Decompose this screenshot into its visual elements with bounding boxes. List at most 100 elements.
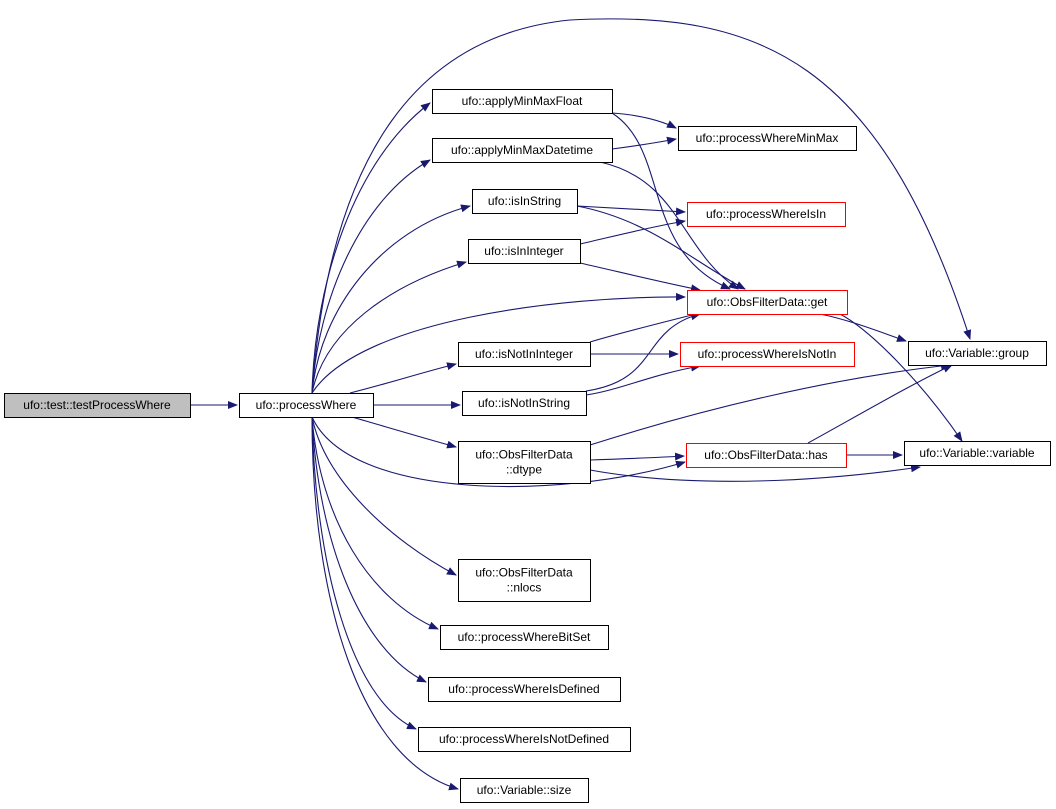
edge-get-to-variable [839,313,963,442]
node-box[interactable] [428,677,621,702]
edge-isInString-to-processWhereIsIn [576,205,686,216]
edge-processWhere-to-processWhereIsDefined [311,416,427,683]
edge-isInInteger-to-processWhereIsIn [579,218,686,245]
edge-isInString-to-get [576,205,746,290]
edge-path [589,311,701,343]
edge-processWhere-to-nlocs [311,416,457,576]
edge-dtype-to-variable [589,464,921,482]
node-applyMinMaxFloat[interactable]: ufo::applyMinMaxFloat [432,89,613,114]
node-has[interactable]: ufo::ObsFilterData::has [686,443,847,468]
node-box[interactable] [468,239,581,264]
node-nlocs[interactable]: ufo::ObsFilterData::nlocs [458,559,591,602]
node-box[interactable] [460,778,589,803]
edge-path [311,416,427,683]
edge-path [589,361,951,446]
node-box[interactable] [904,441,1051,466]
node-processWhere[interactable]: ufo::processWhere [239,393,374,418]
edge-path [579,218,686,245]
edge-path [579,262,701,293]
edge-path [611,112,731,290]
edge-isNotInString-to-processWhereIsNotIn [585,363,701,396]
node-box[interactable] [686,443,847,468]
node-label: ufo::Variable::size [477,783,572,797]
edge-applyMinMaxDatetime-to-processWhereMinMax [611,136,677,150]
edge-path [576,205,686,216]
node-variable[interactable]: ufo::Variable::variable [904,441,1051,466]
node-box[interactable] [4,393,191,418]
node-box[interactable] [432,89,613,114]
node-label: ufo::processWhereIsIn [706,207,826,221]
node-applyMinMaxDatetime[interactable]: ufo::applyMinMaxDatetime [432,138,613,163]
node-processWhereIsIn[interactable]: ufo::processWhereIsIn [687,202,846,227]
edge-dtype-to-group [589,361,951,446]
edge-processWhere-to-variableSize [311,416,459,791]
node-box[interactable] [432,138,613,163]
edge-isInInteger-to-get [579,262,701,293]
node-processWhereIsNotIn[interactable]: ufo::processWhereIsNotIn [680,342,855,367]
node-isNotInInteger[interactable]: ufo::isNotInInteger [458,342,591,367]
edge-processWhere-to-isInInteger [311,260,467,394]
node-box[interactable] [239,393,374,418]
edge-processWhere-to-dtype [351,416,457,449]
node-processWhereIsDefined[interactable]: ufo::processWhereIsDefined [428,677,621,702]
node-box[interactable] [462,391,587,416]
node-label: ufo::processWhereIsNotDefined [439,732,609,746]
edge-processWhere-to-processWhereBitSet [311,416,439,630]
node-label: ufo::test::testProcessWhere [23,398,171,412]
node-label: ::nlocs [507,581,542,595]
node-label: ufo::Variable::group [925,346,1029,360]
node-box[interactable] [458,441,591,484]
node-variableSize[interactable]: ufo::Variable::size [460,778,589,803]
edge-path [311,292,686,394]
node-label: ufo::processWhere [256,398,357,412]
node-box[interactable] [458,342,591,367]
edge-processWhere-to-processWhereIsNotDefined [311,416,417,730]
node-isNotInString[interactable]: ufo::isNotInString [462,391,587,416]
edge-path [611,136,677,150]
edge-isNotInInteger-to-get [589,311,701,343]
node-processWhereIsNotDefined[interactable]: ufo::processWhereIsNotDefined [418,727,631,752]
node-label: ::dtype [506,463,542,477]
node-processWhereBitSet[interactable]: ufo::processWhereBitSet [440,625,609,650]
edge-isNotInString-to-get [585,312,701,392]
node-box[interactable] [472,189,578,214]
edge-path [585,363,701,396]
node-isInString[interactable]: ufo::isInString [472,189,578,214]
edge-processWhere-to-group [311,18,972,394]
node-box[interactable] [440,625,609,650]
edge-path [585,312,701,392]
node-box[interactable] [458,559,591,602]
edge-get-to-group [819,313,907,342]
node-label: ufo::applyMinMaxDatetime [451,143,593,157]
node-box[interactable] [687,202,846,227]
node-dtype[interactable]: ufo::ObsFilterData::dtype [458,441,591,484]
edge-path [611,112,677,129]
edges [190,18,972,791]
edge-path [311,102,431,394]
node-box[interactable] [687,290,848,315]
node-box[interactable] [678,126,857,151]
edge-path [819,313,907,342]
node-testProcessWhere[interactable]: ufo::test::testProcessWhere [4,393,191,418]
node-processWhereMinMax[interactable]: ufo::processWhereMinMax [678,126,857,151]
edge-path [589,452,685,461]
node-box[interactable] [908,341,1047,366]
edge-path [311,204,471,394]
node-get[interactable]: ufo::ObsFilterData::get [687,290,848,315]
edge-path [311,159,431,394]
node-box[interactable] [680,342,855,367]
node-label: ufo::isInInteger [484,244,563,258]
node-group[interactable]: ufo::Variable::group [908,341,1047,366]
edge-path [349,362,457,394]
edge-dtype-to-has [589,452,685,461]
edge-path [576,205,746,290]
node-box[interactable] [418,727,631,752]
node-label: ufo::applyMinMaxFloat [462,94,583,108]
node-label: ufo::ObsFilterData [475,448,573,462]
edge-path [311,260,467,394]
node-isInInteger[interactable]: ufo::isInInteger [468,239,581,264]
edge-applyMinMaxFloat-to-processWhereMinMax [611,112,677,129]
node-label: ufo::processWhereMinMax [696,131,839,145]
edge-processWhere-to-applyMinMaxDatetime [311,159,431,394]
